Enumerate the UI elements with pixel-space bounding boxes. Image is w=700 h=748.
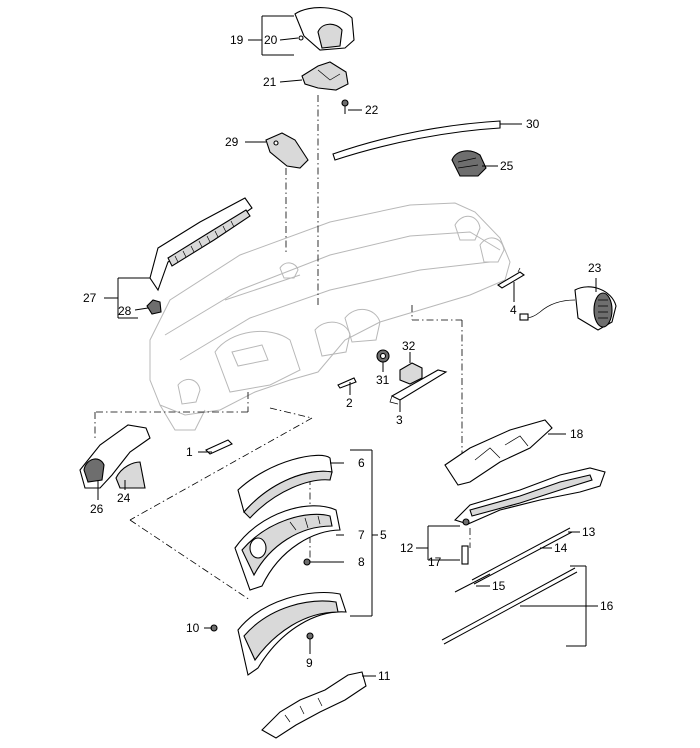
alignment-lines xyxy=(94,95,471,601)
part-21-bracket xyxy=(301,61,349,91)
leader-lines xyxy=(97,15,598,677)
label-21: 21 xyxy=(263,75,277,89)
label-1: 1 xyxy=(186,445,193,459)
part-25-cover xyxy=(451,150,487,177)
part-11-bracket xyxy=(261,671,367,739)
part-8-screw xyxy=(303,558,311,566)
part-3-bracket xyxy=(389,369,448,405)
part-24-trim xyxy=(115,461,146,489)
label-3: 3 xyxy=(396,413,403,427)
label-6: 6 xyxy=(358,456,365,470)
label-20: 20 xyxy=(264,33,278,47)
label-10: 10 xyxy=(186,621,200,635)
label-16: 16 xyxy=(600,599,614,613)
part-1-clip xyxy=(205,439,233,455)
part-14-rod xyxy=(471,527,573,585)
label-4: 4 xyxy=(510,303,517,317)
label-32: 32 xyxy=(402,339,416,353)
part-12-crossmember xyxy=(453,467,606,526)
label-13: 13 xyxy=(582,525,596,539)
part-28-clip xyxy=(146,299,162,315)
label-11: 11 xyxy=(378,669,391,683)
label-29: 29 xyxy=(225,135,239,149)
part-7-housing xyxy=(234,505,341,591)
part-27-defrost-vent xyxy=(149,197,253,292)
label-18: 18 xyxy=(570,427,584,441)
label-8: 8 xyxy=(358,555,365,569)
part-number-labels: 19 20 21 22 29 30 25 23 27 28 4 32 31 2 … xyxy=(83,33,614,683)
part-23-air-vent xyxy=(519,286,617,331)
label-25: 25 xyxy=(500,159,514,173)
label-28: 28 xyxy=(118,304,132,318)
label-23: 23 xyxy=(588,261,602,275)
label-19: 19 xyxy=(230,33,244,47)
dashboard-ghost-outline xyxy=(149,202,511,431)
label-15: 15 xyxy=(492,579,506,593)
part-32-module xyxy=(399,362,423,385)
label-24: 24 xyxy=(117,491,131,505)
part-5-lower-cover xyxy=(237,591,347,676)
part-16-rod xyxy=(441,567,578,645)
part-31-clip xyxy=(376,349,390,363)
label-5: 5 xyxy=(380,528,387,542)
part-9-screw xyxy=(306,632,314,645)
part-6-hood xyxy=(237,454,333,519)
label-30: 30 xyxy=(526,117,540,131)
label-14: 14 xyxy=(554,541,568,555)
label-27: 27 xyxy=(83,291,97,305)
part-2-clip xyxy=(337,377,357,389)
part-19-cover xyxy=(294,7,355,51)
label-22: 22 xyxy=(365,103,379,117)
label-9: 9 xyxy=(306,656,313,670)
part-22-screw xyxy=(341,99,349,114)
label-2: 2 xyxy=(346,396,353,410)
label-17: 17 xyxy=(428,555,442,569)
part-29-panel xyxy=(265,132,309,169)
part-4-clip xyxy=(497,267,525,289)
part-17-bolt xyxy=(461,545,469,565)
label-26: 26 xyxy=(90,502,104,516)
part-15-rod xyxy=(454,573,491,593)
part-18-bracket xyxy=(444,419,553,486)
label-31: 31 xyxy=(376,373,390,387)
label-7: 7 xyxy=(358,528,365,542)
part-26-side-vent xyxy=(79,424,151,489)
label-12: 12 xyxy=(400,541,414,555)
